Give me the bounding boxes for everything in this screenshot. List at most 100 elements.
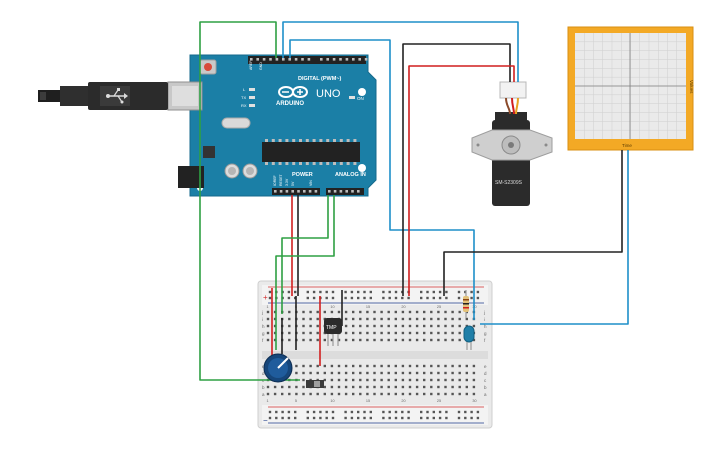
rail-hole[interactable] <box>407 410 410 414</box>
rail-hole[interactable] <box>394 290 398 294</box>
rail-hole[interactable] <box>331 296 335 300</box>
rail-hole[interactable] <box>306 410 309 414</box>
breadboard-hole[interactable] <box>430 324 433 328</box>
breadboard-hole[interactable] <box>451 371 454 375</box>
breadboard-hole[interactable] <box>302 385 305 389</box>
rail-hole[interactable] <box>312 296 316 300</box>
rail-hole[interactable] <box>369 416 372 420</box>
rail-hole[interactable] <box>357 410 360 414</box>
power-pin[interactable] <box>274 190 277 193</box>
breadboard-hole[interactable] <box>337 364 341 368</box>
rail-hole[interactable] <box>420 290 423 294</box>
breadboard-hole[interactable] <box>309 364 312 368</box>
breadboard-hole[interactable] <box>408 392 412 396</box>
rail-hole[interactable] <box>388 410 391 414</box>
breadboard-hole[interactable] <box>401 324 405 328</box>
breadboard-hole[interactable] <box>437 385 440 389</box>
breadboard-hole[interactable] <box>295 392 298 396</box>
rail-hole[interactable] <box>357 416 360 420</box>
breadboard-hole[interactable] <box>380 371 383 375</box>
breadboard-hole[interactable] <box>444 364 447 368</box>
usb-cable[interactable] <box>38 82 168 110</box>
breadboard-hole[interactable] <box>352 317 355 321</box>
breadboard-hole[interactable] <box>437 392 440 396</box>
breadboard-hole[interactable] <box>366 338 369 342</box>
breadboard-hole[interactable] <box>309 331 312 335</box>
breadboard-hole[interactable] <box>373 364 376 368</box>
breadboard-hole[interactable] <box>344 310 348 314</box>
breadboard-hole[interactable] <box>380 324 383 328</box>
breadboard-hole[interactable] <box>316 371 319 375</box>
breadboard-hole[interactable] <box>401 338 405 342</box>
breadboard-hole[interactable] <box>302 317 305 321</box>
breadboard-hole[interactable] <box>309 338 312 342</box>
breadboard-hole[interactable] <box>337 392 341 396</box>
breadboard-hole[interactable] <box>366 385 369 389</box>
breadboard-hole[interactable] <box>273 310 277 314</box>
breadboard-hole[interactable] <box>472 392 476 396</box>
rail-hole[interactable] <box>331 416 335 420</box>
breadboard-hole[interactable] <box>359 371 362 375</box>
power-analog-pins[interactable] <box>274 190 360 193</box>
breadboard-hole[interactable] <box>415 338 419 342</box>
rail-hole[interactable] <box>445 296 448 300</box>
breadboard-hole[interactable] <box>430 338 433 342</box>
breadboard-hole[interactable] <box>465 392 468 396</box>
rail-hole[interactable] <box>281 416 284 420</box>
breadboard-hole[interactable] <box>344 338 348 342</box>
breadboard-hole[interactable] <box>437 378 440 382</box>
breadboard-hole[interactable] <box>316 338 319 342</box>
rail-hole[interactable] <box>401 410 404 414</box>
breadboard-hole[interactable] <box>323 338 326 342</box>
blue-wire-signal[interactable] <box>289 39 475 320</box>
breadboard-hole[interactable] <box>394 371 397 375</box>
rail-hole[interactable] <box>476 410 480 414</box>
rail-hole[interactable] <box>350 290 354 294</box>
breadboard-hole[interactable] <box>359 385 362 389</box>
breadboard-hole[interactable] <box>344 392 348 396</box>
breadboard-hole[interactable] <box>394 364 397 368</box>
rail-hole[interactable] <box>312 410 316 414</box>
breadboard-hole[interactable] <box>394 331 397 335</box>
breadboard-hole[interactable] <box>387 317 390 321</box>
breadboard-hole[interactable] <box>380 331 383 335</box>
potentiometer-knob-indicator[interactable] <box>277 357 289 369</box>
rail-hole[interactable] <box>470 416 473 420</box>
breadboard-hole[interactable] <box>472 364 476 368</box>
breadboard-hole[interactable] <box>394 385 397 389</box>
temperature-sensor[interactable]: TMP <box>324 318 342 346</box>
breadboard-hole[interactable] <box>359 392 362 396</box>
red-wire-servo[interactable] <box>408 65 515 296</box>
rail-hole[interactable] <box>294 290 297 294</box>
breadboard-hole[interactable] <box>458 392 461 396</box>
servo-motor[interactable]: SM-S2309S <box>471 81 553 206</box>
breadboard-hole[interactable] <box>387 364 390 368</box>
rail-hole[interactable] <box>457 296 461 300</box>
breadboard-hole[interactable] <box>380 338 383 342</box>
breadboard-hole[interactable] <box>401 310 405 314</box>
rail-hole[interactable] <box>457 410 461 414</box>
breadboard-hole[interactable] <box>437 310 440 314</box>
rail-hole[interactable] <box>344 290 347 294</box>
breadboard-hole[interactable] <box>352 385 355 389</box>
breadboard-hole[interactable] <box>444 317 447 321</box>
rail-hole[interactable] <box>268 296 272 300</box>
rail-hole[interactable] <box>357 296 360 300</box>
breadboard-hole[interactable] <box>423 317 426 321</box>
breadboard-hole[interactable] <box>401 392 405 396</box>
rail-hole[interactable] <box>438 410 442 414</box>
breadboard-hole[interactable] <box>458 378 461 382</box>
breadboard-hole[interactable] <box>337 310 341 314</box>
breadboard-hole[interactable] <box>373 378 376 382</box>
breadboard-hole[interactable] <box>465 378 468 382</box>
rail-hole[interactable] <box>438 296 442 300</box>
breadboard-hole[interactable] <box>359 317 362 321</box>
rail-hole[interactable] <box>287 410 291 414</box>
digital-pin[interactable] <box>326 58 329 61</box>
breadboard-hole[interactable] <box>273 331 277 335</box>
breadboard-hole[interactable] <box>337 371 341 375</box>
digital-pin[interactable] <box>282 58 285 61</box>
breadboard-hole[interactable] <box>273 317 277 321</box>
breadboard-hole[interactable] <box>380 364 383 368</box>
breadboard-hole[interactable] <box>295 371 298 375</box>
